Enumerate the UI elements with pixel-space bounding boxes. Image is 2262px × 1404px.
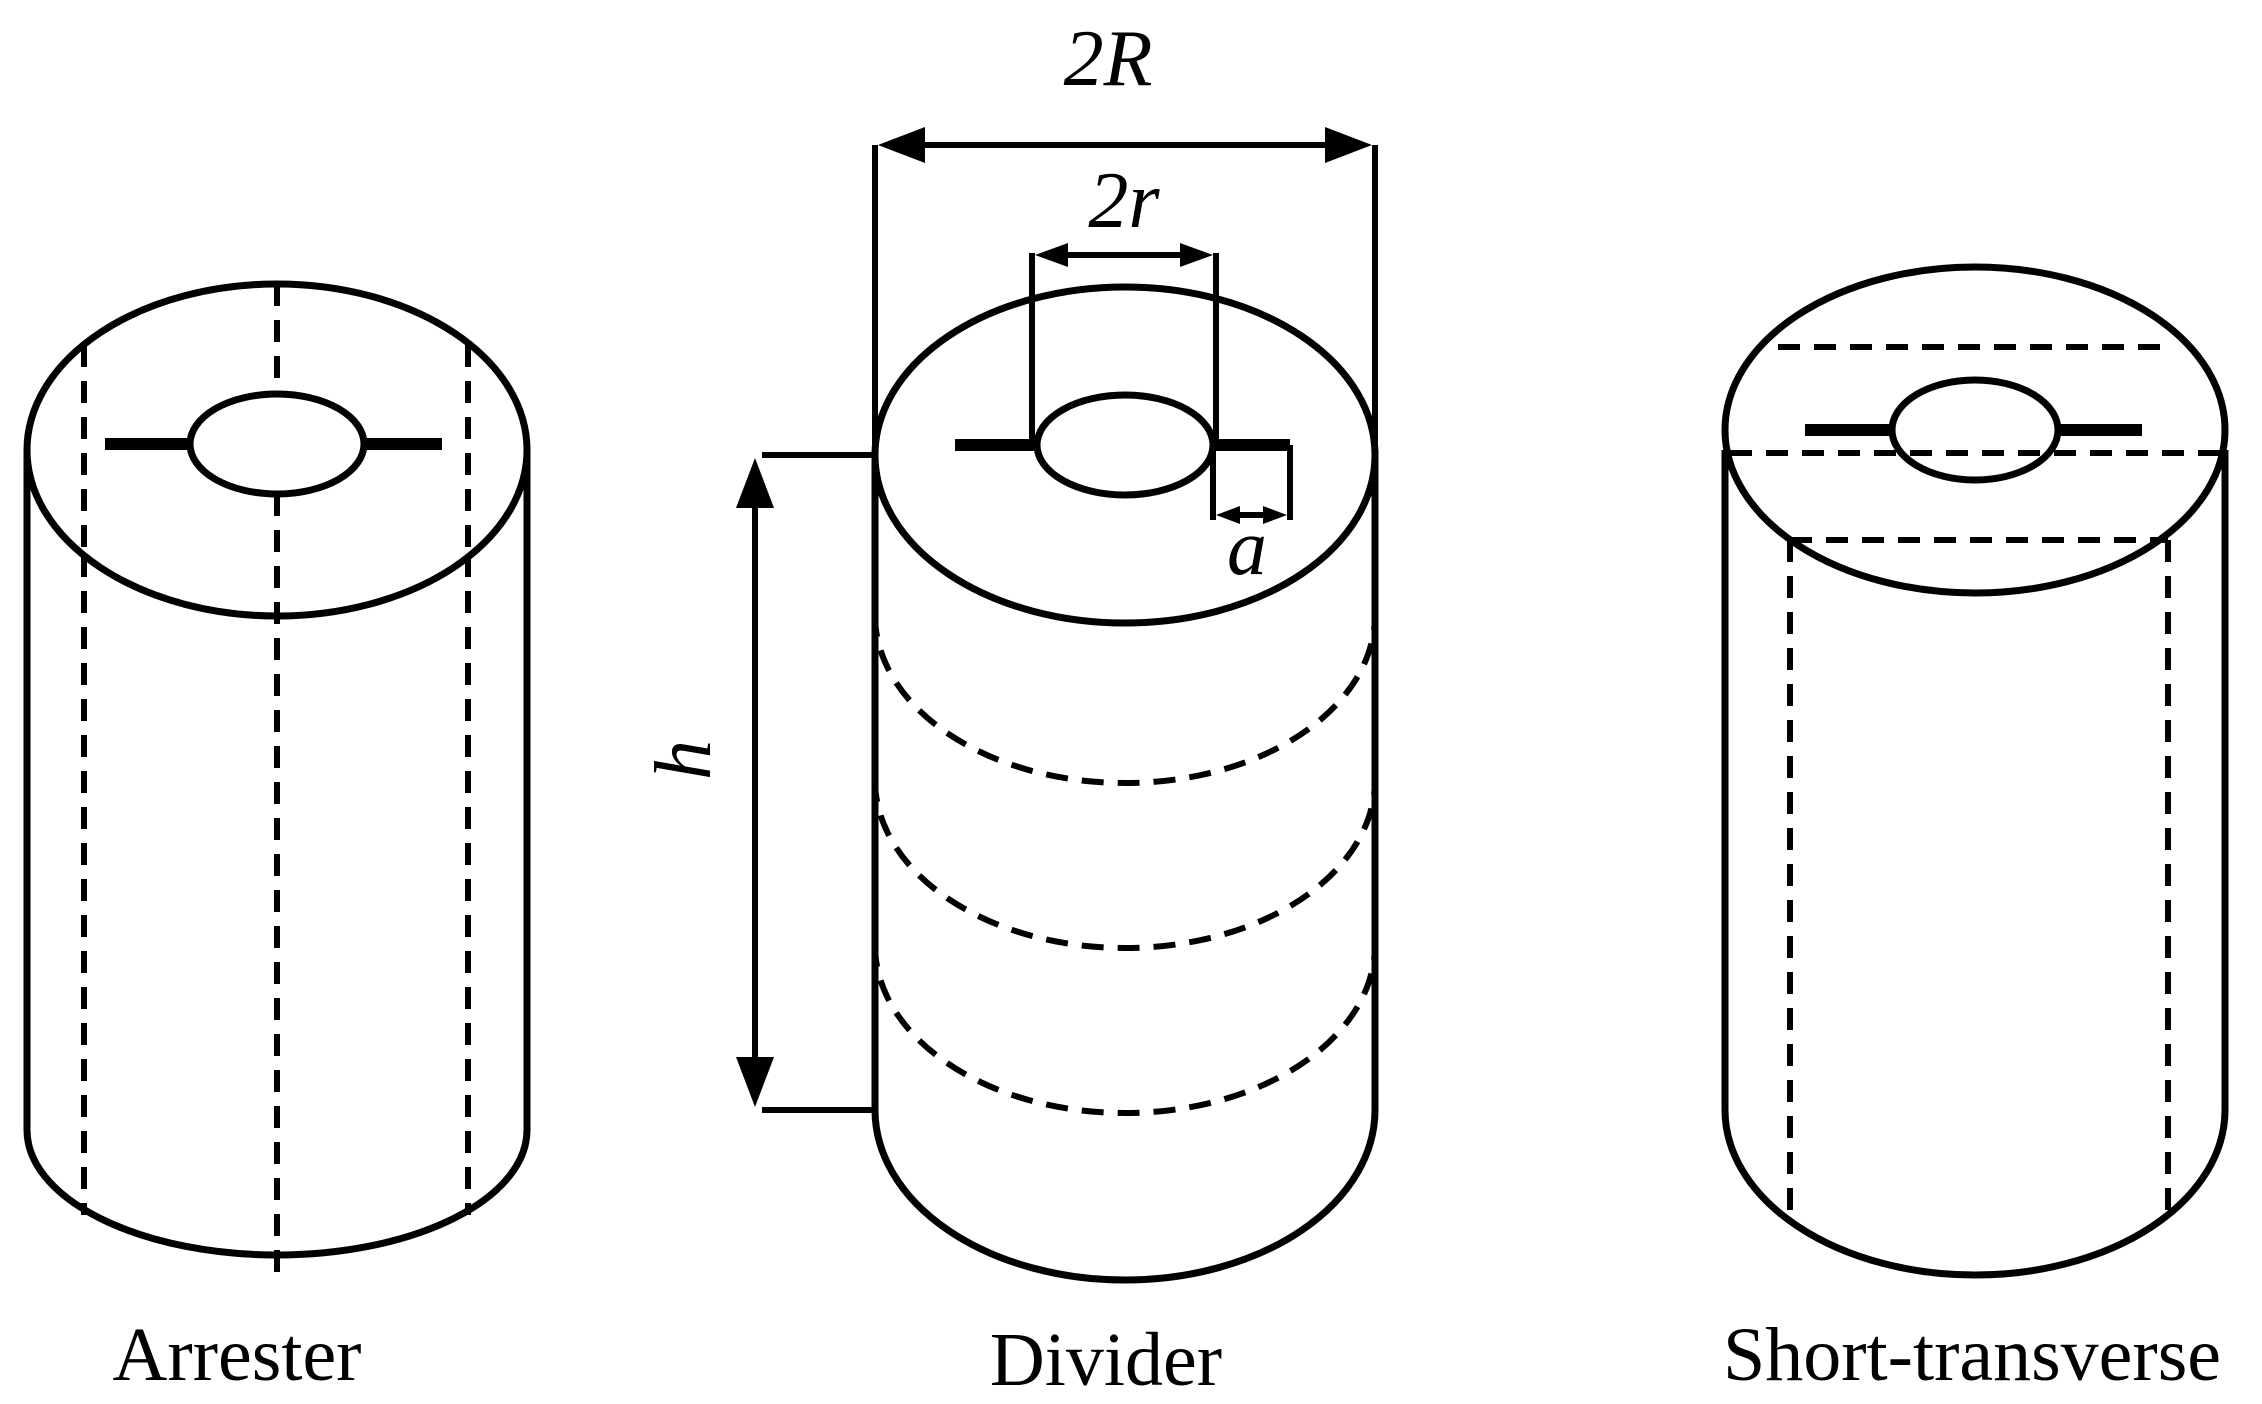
divider-slice-plane-3	[872, 944, 1378, 1116]
inner-diameter-arrow-left	[1035, 243, 1068, 267]
arrester-inner-bore	[186, 390, 368, 498]
divider-inner-bore	[1033, 391, 1217, 499]
height-label: h	[640, 740, 728, 780]
outer-diameter-label: 2R	[1064, 15, 1153, 103]
short-transverse-caption: Short-transverse	[1723, 1313, 2221, 1397]
divider-slice-plane-1	[872, 614, 1378, 786]
notch-depth-arrow-left	[1216, 506, 1240, 524]
divider-caption: Divider	[990, 1318, 1222, 1402]
dimension-inner-diameter: 2r	[1029, 157, 1219, 445]
short-transverse-top-face	[1721, 263, 2229, 597]
arrester-caption: Arrester	[113, 1313, 362, 1397]
height-arrow-top	[736, 458, 774, 508]
arrester-cylinder	[23, 280, 531, 1278]
outer-diameter-arrow-right	[1325, 127, 1372, 163]
divider-top-face	[871, 283, 1379, 627]
notch-depth-arrow-right	[1263, 506, 1287, 524]
inner-diameter-label: 2r	[1088, 157, 1160, 245]
outer-diameter-arrow-left	[878, 127, 925, 163]
dimension-notch-depth: a	[1210, 445, 1293, 592]
dimension-height: h	[640, 452, 875, 1113]
notch-depth-label: a	[1227, 504, 1267, 592]
short-transverse-cylinder	[1721, 263, 2229, 1279]
divider-body-outline	[871, 450, 1379, 1284]
height-arrow-bottom	[736, 1057, 774, 1107]
dimension-outer-diameter: 2R	[872, 15, 1378, 450]
short-transverse-inner-bore	[1888, 376, 2062, 484]
divider-slice-plane-2	[872, 779, 1378, 951]
divider-cylinder	[871, 283, 1379, 1284]
short-transverse-body-outline	[1721, 450, 2229, 1279]
inner-diameter-arrow-right	[1180, 243, 1213, 267]
